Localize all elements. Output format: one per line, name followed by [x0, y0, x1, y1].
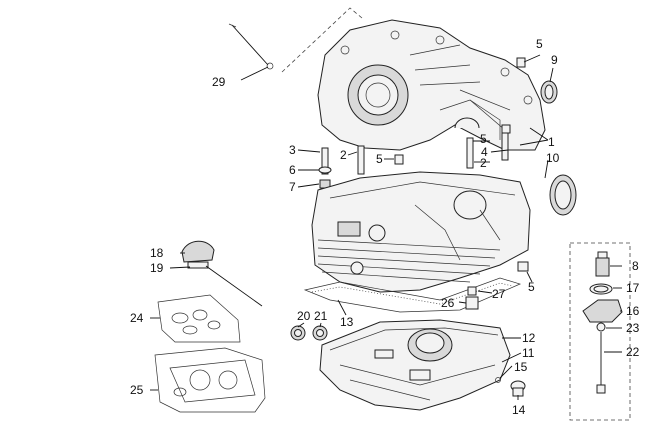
seals — [540, 80, 577, 216]
gasket-set-large — [154, 347, 266, 413]
crankcase-upper-half — [317, 19, 546, 151]
callout-6: 6 — [289, 163, 296, 177]
studs-and-dowels — [318, 124, 511, 189]
callout-16: 16 — [626, 304, 640, 318]
callout-29: 29 — [212, 75, 226, 89]
callout-20: 20 — [297, 309, 311, 323]
gasket-set-small — [157, 294, 241, 343]
callout-15: 15 — [514, 360, 528, 374]
callout-5-top: 5 — [536, 37, 543, 51]
oil-sump — [319, 319, 526, 411]
callout-25: 25 — [130, 383, 144, 397]
orings-20-21 — [290, 325, 328, 341]
callout-3: 3 — [289, 143, 296, 157]
callout-26: 26 — [441, 296, 455, 310]
callout-2-right: 2 — [480, 156, 487, 170]
callout-11: 11 — [522, 346, 535, 360]
callout-4: 4 — [481, 145, 488, 159]
callout-5-low: 5 — [528, 280, 535, 294]
callout-24: 24 — [130, 311, 144, 325]
callout-2-left: 2 — [340, 148, 347, 162]
callout-5-right: 5 — [480, 132, 487, 146]
oil-filter-assembly — [569, 242, 631, 421]
dipstick-29 — [228, 7, 363, 73]
callout-14: 14 — [512, 403, 526, 417]
callout-12: 12 — [522, 331, 536, 345]
callout-21: 21 — [314, 309, 328, 323]
lower-gasket-13 — [303, 277, 522, 313]
callout-23: 23 — [626, 321, 640, 335]
leader-lines — [150, 54, 622, 400]
drain-plug-26-27 — [465, 286, 479, 310]
callout-10: 10 — [546, 151, 560, 165]
callout-1: 1 — [548, 135, 555, 149]
callout-8: 8 — [632, 259, 639, 273]
callout-27: 27 — [492, 287, 506, 301]
callout-7: 7 — [289, 180, 296, 194]
callout-19: 19 — [150, 261, 164, 275]
callout-9: 9 — [551, 53, 558, 67]
callout-18: 18 — [150, 246, 164, 260]
callout-13: 13 — [340, 315, 354, 329]
crankcase-lower-half — [311, 171, 531, 293]
oil-dipstick — [181, 240, 263, 307]
callout-22: 22 — [626, 345, 640, 359]
callout-labels: 29 5 9 1 10 3 6 7 2 5 5 4 2 18 19 8 5 27… — [130, 37, 640, 417]
callout-5-mid: 5 — [376, 152, 383, 166]
callout-17: 17 — [626, 281, 640, 295]
